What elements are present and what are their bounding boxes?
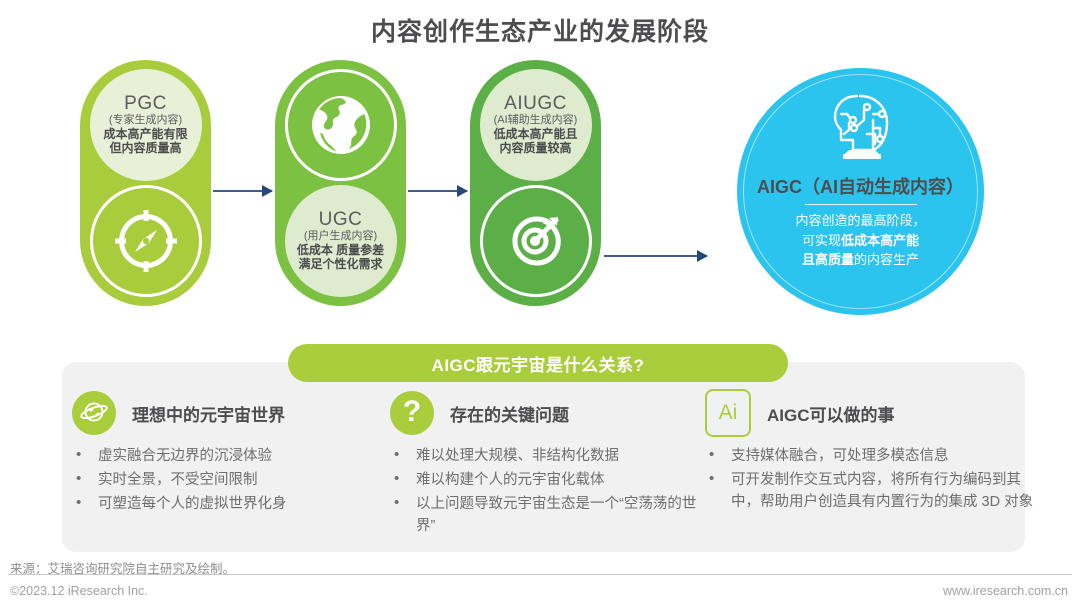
qa-column-aigc-capabilities: Ai AIGC可以做的事 支持媒体融合，可处理多模态信息 可开发制作交互式内容，… xyxy=(705,389,1035,515)
stage-subtitle-ugc: (用户生成内容) xyxy=(303,230,378,243)
qa-column-title: 存在的关键问题 xyxy=(450,405,569,425)
aigc-desc-line1: 内容创造的最高阶段， xyxy=(795,213,926,228)
aigc-desc-line2-plain: 可实现 xyxy=(801,232,841,248)
arrow-pgc-to-ugc xyxy=(213,185,273,197)
list-item: 实时全景，不受空间限制 xyxy=(72,468,392,491)
list-item: 可开发制作交互式内容，将所有行为编码到其中，帮助用户创造具有内置行为的集成 3D… xyxy=(705,468,1035,513)
stage-text-node-ugc: UGC (用户生成内容) 低成本 质量参差 满足个性化需求 xyxy=(284,185,397,297)
compass-icon xyxy=(89,185,202,297)
question-mark-glyph: ? xyxy=(402,395,422,428)
stage-desc-line1-pgc: 成本高产能有限 xyxy=(103,126,188,141)
source-note: 来源：艾瑞咨询研究院自主研究及绘制。 xyxy=(10,562,236,576)
qa-bullet-list: 支持媒体融合，可处理多模态信息 可开发制作交互式内容，将所有行为编码到其中，帮助… xyxy=(705,444,1035,513)
aigc-circle[interactable]: AIGC（AI自动生成内容） 内容创造的最高阶段， 可实现低成本高产能 且高质量… xyxy=(737,68,984,315)
page-title: 内容创作生态产业的发展阶段 xyxy=(370,18,709,46)
list-item: 支持媒体融合，可处理多模态信息 xyxy=(705,444,1035,467)
qa-column-metaverse-ideal: 理想中的元宇宙世界 虚实融合无边界的沉浸体验 实时全景，不受空间限制 可塑造每个… xyxy=(72,390,392,517)
stage-desc-line2-ugc: 满足个性化需求 xyxy=(298,257,383,272)
qa-column-header: 理想中的元宇宙世界 xyxy=(72,390,392,436)
website-link[interactable]: www.iresearch.com.cn xyxy=(942,584,1068,598)
ai-head-icon xyxy=(827,90,895,169)
aigc-desc-line3-bold: 且高质量 xyxy=(801,252,854,267)
stage-pill-ugc[interactable]: UGC (用户生成内容) 低成本 质量参差 满足个性化需求 xyxy=(275,60,406,306)
globe-icon xyxy=(284,69,397,181)
aigc-description: 内容创造的最高阶段， 可实现低成本高产能 且高质量的内容生产 xyxy=(795,211,925,270)
list-item: 以上问题导致元宇宙生态是一个“空荡荡的世界” xyxy=(390,492,710,537)
stage-name-pgc: PGC xyxy=(124,92,167,114)
qa-column-header: ? 存在的关键问题 xyxy=(390,390,710,436)
list-item: 难以处理大规模、非结构化数据 xyxy=(390,444,710,467)
qa-bullet-list: 虚实融合无边界的沉浸体验 实时全景，不受空间限制 可塑造每个人的虚拟世界化身 xyxy=(72,444,392,515)
stage-text-node-pgc: PGC (专家生成内容) 成本高产能有限 但内容质量高 xyxy=(89,69,202,181)
stage-desc-line2-aiugc: 内容质量较高 xyxy=(499,141,572,156)
aigc-desc-line2-bold: 低成本高产能 xyxy=(840,232,919,248)
planet-icon xyxy=(72,391,116,435)
qa-column-title: 理想中的元宇宙世界 xyxy=(132,405,285,425)
stage-desc-line1-aiugc: 低成本高产能且 xyxy=(493,126,578,141)
stage-text-node-aiugc: AIUGC (AI辅助生成内容) 低成本高产能且 内容质量较高 xyxy=(479,69,592,181)
stage-name-ugc: UGC xyxy=(318,208,363,230)
ai-badge-label: Ai xyxy=(718,401,738,424)
arrow-ugc-to-aiugc xyxy=(408,185,468,197)
qa-banner: AIGC跟元宇宙是什么关系? xyxy=(288,344,788,382)
qa-column-header: Ai AIGC可以做的事 xyxy=(705,389,1035,437)
stage-desc-line1-ugc: 低成本 质量参差 xyxy=(296,242,385,257)
list-item: 虚实融合无边界的沉浸体验 xyxy=(72,444,392,467)
stage-desc-line2-pgc: 但内容质量高 xyxy=(109,141,182,156)
list-item: 可塑造每个人的虚拟世界化身 xyxy=(72,492,392,515)
stage-name-aiugc: AIUGC xyxy=(504,92,567,114)
qa-column-key-problems: ? 存在的关键问题 难以处理大规模、非结构化数据 难以构建个人的元宇宙化载体 以… xyxy=(390,390,710,539)
arrow-aiugc-to-aigc xyxy=(604,250,708,262)
target-icon xyxy=(479,185,592,297)
stage-subtitle-aiugc: (AI辅助生成内容) xyxy=(493,114,578,127)
qa-column-title: AIGC可以做的事 xyxy=(767,405,895,425)
aigc-divider xyxy=(804,204,917,205)
aigc-title: AIGC（AI自动生成内容） xyxy=(757,177,964,197)
stage-pill-aiugc[interactable]: AIUGC (AI辅助生成内容) 低成本高产能且 内容质量较高 xyxy=(470,60,601,306)
stage-pill-pgc[interactable]: PGC (专家生成内容) 成本高产能有限 但内容质量高 xyxy=(80,60,211,306)
ai-badge-icon: Ai xyxy=(705,389,751,437)
copyright-text: ©2023.12 iResearch Inc. xyxy=(10,584,148,598)
stage-subtitle-pgc: (专家生成内容) xyxy=(108,114,183,127)
aigc-desc-line3-plain: 的内容生产 xyxy=(853,252,919,267)
list-item: 难以构建个人的元宇宙化载体 xyxy=(390,468,710,491)
footer-divider xyxy=(8,574,1072,575)
question-mark-icon: ? xyxy=(390,391,434,435)
qa-bullet-list: 难以处理大规模、非结构化数据 难以构建个人的元宇宙化载体 以上问题导致元宇宙生态… xyxy=(390,444,710,537)
